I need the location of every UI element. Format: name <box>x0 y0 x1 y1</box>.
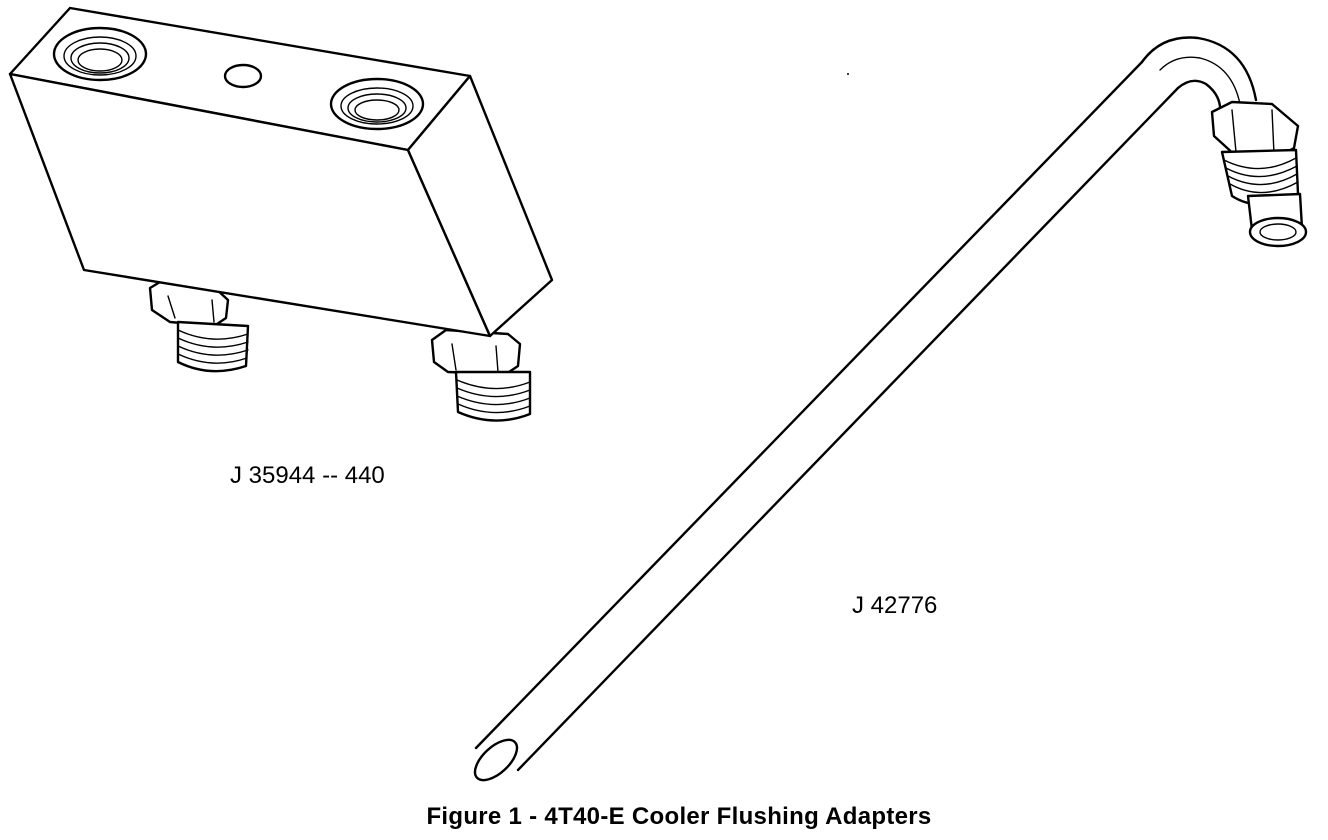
figure-caption: Figure 1 - 4T40-E Cooler Flushing Adapte… <box>426 803 932 830</box>
label-j42776: J 42776 <box>852 592 938 619</box>
block-port-left <box>52 26 148 82</box>
tube-hex-nut <box>1210 100 1300 160</box>
block-bleed-hole <box>223 63 263 89</box>
label-j35944-440: J 35944 -- 440 <box>230 462 385 489</box>
block-fitting-left <box>148 280 250 373</box>
tube-adapter-drawing <box>473 36 1308 782</box>
tube-threaded-end <box>1220 148 1308 248</box>
block-adapter-drawing <box>8 6 554 422</box>
block-fitting-right <box>430 328 532 422</box>
block-port-right <box>329 77 425 131</box>
